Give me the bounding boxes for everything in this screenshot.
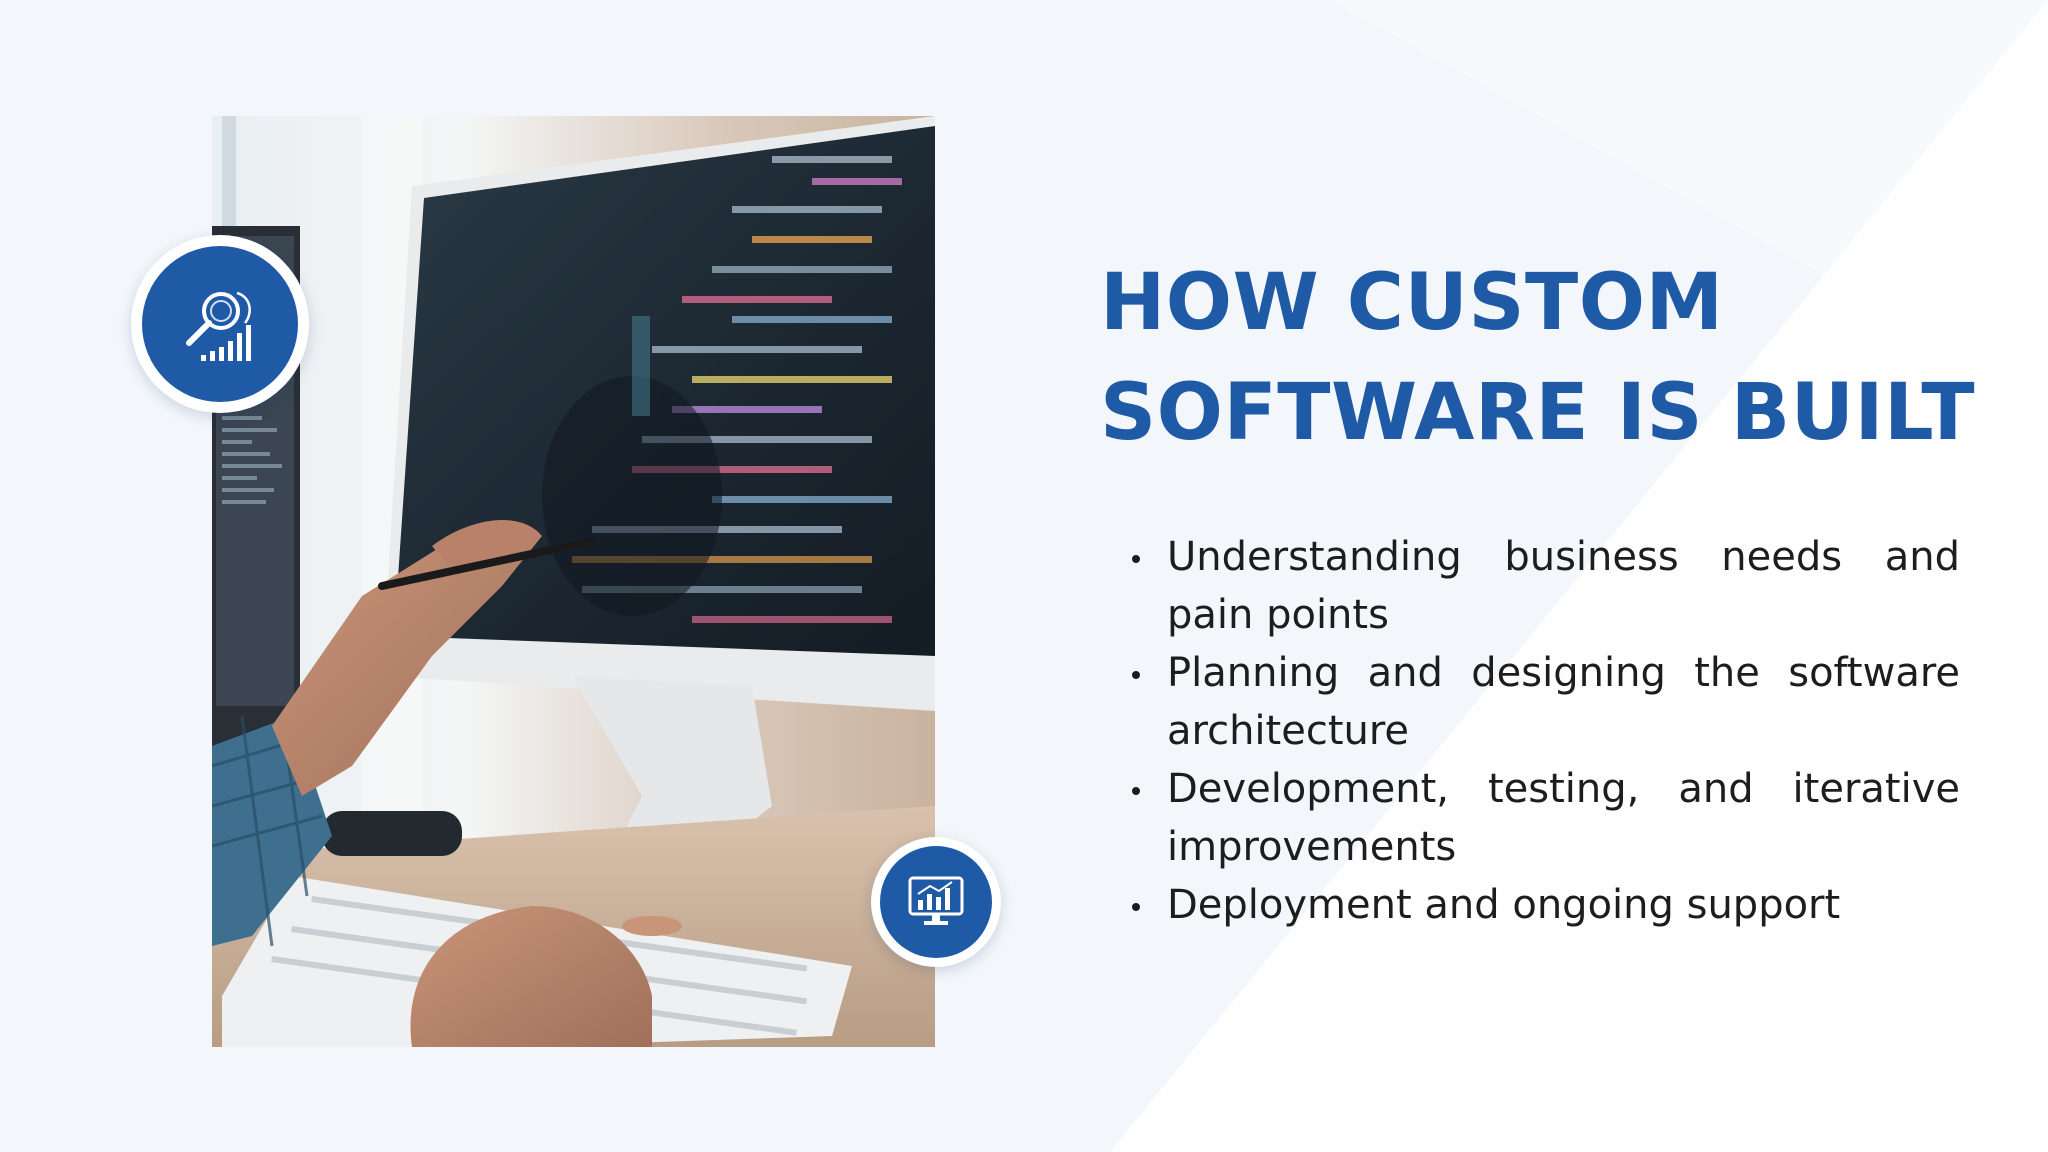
search-analytics-icon: [142, 246, 298, 402]
slide-title-line-1: HOW CUSTOM: [1100, 258, 1724, 348]
bullet-item: Understanding business needs and pain po…: [1130, 528, 1960, 644]
search-analytics-badge: [131, 235, 309, 413]
bullet-list: Understanding business needs and pain po…: [1130, 528, 1960, 934]
bullet-item: Development, testing, and iterative impr…: [1130, 760, 1960, 876]
slide-title-line-2: SOFTWARE IS BUILT: [1100, 368, 1976, 458]
monitor-chart-icon: [880, 846, 992, 958]
developer-photo: [212, 116, 935, 1047]
bullet-item: Deployment and ongoing support: [1130, 876, 1960, 934]
monitor-chart-badge: [871, 837, 1001, 967]
bullet-item: Planning and designing the software arch…: [1130, 644, 1960, 760]
slide-title: HOW CUSTOM SOFTWARE IS BUILT: [1100, 248, 2000, 468]
